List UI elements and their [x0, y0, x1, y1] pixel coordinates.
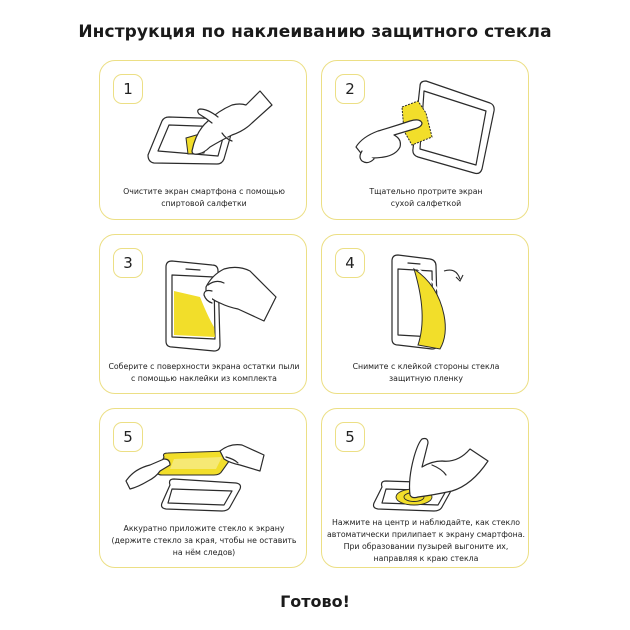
peel-film-illustration — [391, 254, 464, 350]
step-card-3: 3 Соберите с поверхности экрана остатки … — [99, 234, 307, 394]
step-caption-4: Снимите с клейкой стороны стекла защитну… — [352, 362, 500, 383]
step-caption-2: Тщательно протрите экран сухой салфеткой — [369, 187, 483, 208]
step-caption-5-press: Нажмите на центр и наблюдайте, как стекл… — [326, 518, 526, 563]
step-number-1: 1 — [113, 74, 143, 104]
step-caption-3: Соберите с поверхности экрана остатки пы… — [108, 362, 300, 383]
step-card-4: 4 Снимите с клейкой стороны стекла защит… — [321, 234, 529, 394]
step-number-5-apply: 5 — [113, 422, 143, 452]
phone-wiping-dry-cloth-illustration — [355, 80, 495, 175]
phone-cleaning-wet-wipe-illustration — [147, 90, 273, 165]
step-number-3: 3 — [113, 248, 143, 278]
dust-removal-sticker-illustration — [165, 260, 277, 352]
page-title: Инструкция по наклеиванию защитного стек… — [78, 22, 552, 42]
apply-glass-illustration — [125, 444, 265, 512]
step-caption-1: Очистите экран смартфона с помощью спирт… — [123, 187, 285, 208]
step-caption-5-apply: Аккуратно приложите стекло к экрану (дер… — [111, 524, 297, 557]
step-card-5-press: 5 Нажмите на центр и наблюдайте, как сте… — [321, 408, 529, 568]
step-number-2: 2 — [335, 74, 365, 104]
step-card-5-apply: 5 Аккуратно приложите стекло к экрану (д… — [99, 408, 307, 568]
step-number-4: 4 — [335, 248, 365, 278]
press-center-illustration — [372, 437, 489, 512]
step-card-2: 2 Тщательно протрите экран сухой салфетк… — [321, 60, 529, 220]
step-number-5-press: 5 — [335, 422, 365, 452]
done-label: Готово! — [280, 592, 350, 611]
step-card-1: 1 Очистите экран смартфона с помощью спи… — [99, 60, 307, 220]
